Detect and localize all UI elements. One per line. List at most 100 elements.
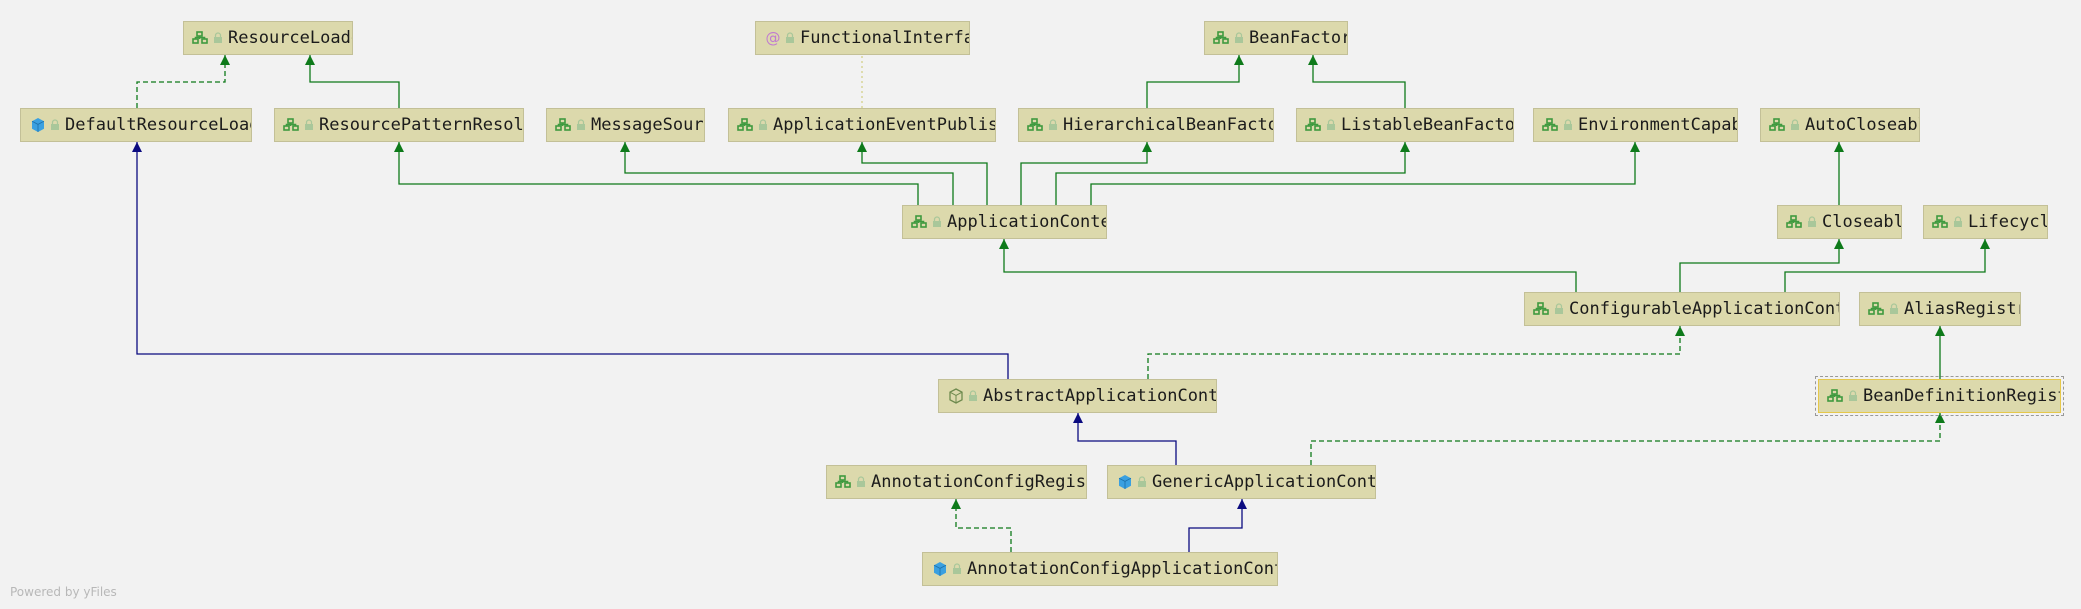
public-lock-icon bbox=[1233, 31, 1245, 45]
node-label: MessageSource bbox=[591, 115, 704, 135]
edge-extends-interface bbox=[620, 142, 954, 205]
edge-extends-interface bbox=[1784, 239, 1990, 292]
node-default-resource-loader[interactable]: DefaultResourceLoader bbox=[20, 108, 252, 142]
edge-extends-interface bbox=[1055, 142, 1410, 205]
class-icon bbox=[1116, 473, 1134, 491]
public-lock-icon bbox=[1789, 118, 1801, 132]
public-lock-icon bbox=[757, 118, 769, 132]
arrowhead bbox=[1237, 499, 1247, 509]
edge-extends-interface bbox=[1020, 142, 1152, 205]
public-lock-icon bbox=[931, 215, 943, 229]
arrowhead bbox=[1234, 55, 1244, 65]
edge-extends-interface bbox=[1090, 142, 1640, 205]
interface-icon bbox=[835, 473, 853, 491]
interface-icon bbox=[192, 29, 210, 47]
edge-extends-class bbox=[1073, 413, 1177, 465]
interface-icon bbox=[555, 116, 573, 134]
node-label: ConfigurableApplicationContext bbox=[1569, 299, 1839, 319]
public-lock-icon bbox=[1888, 302, 1900, 316]
arrowhead bbox=[1142, 142, 1152, 152]
edge-implements bbox=[1147, 326, 1685, 379]
arrowhead bbox=[305, 55, 315, 65]
edge-extends-interface bbox=[1308, 55, 1406, 108]
public-lock-icon bbox=[575, 118, 587, 132]
node-hierarchical-bean-factory[interactable]: HierarchicalBeanFactory bbox=[1018, 108, 1274, 142]
arrowhead bbox=[951, 499, 961, 509]
node-bean-factory[interactable]: BeanFactory bbox=[1204, 21, 1348, 55]
node-label: DefaultResourceLoader bbox=[65, 115, 251, 135]
public-lock-icon bbox=[1047, 118, 1059, 132]
node-configurable-application-context[interactable]: ConfigurableApplicationContext bbox=[1524, 292, 1840, 326]
public-lock-icon bbox=[784, 31, 796, 45]
public-lock-icon bbox=[1952, 215, 1964, 229]
public-lock-icon bbox=[212, 31, 224, 45]
node-label: AliasRegistry bbox=[1904, 299, 2020, 319]
node-environment-capable[interactable]: EnvironmentCapable bbox=[1533, 108, 1738, 142]
node-label: Lifecycle bbox=[1968, 212, 2047, 232]
node-alias-registry[interactable]: AliasRegistry bbox=[1859, 292, 2021, 326]
node-annotation-config-application-context[interactable]: AnnotationConfigApplicationContext bbox=[922, 552, 1278, 586]
node-label: HierarchicalBeanFactory bbox=[1063, 115, 1273, 135]
node-auto-closeable[interactable]: AutoCloseable bbox=[1760, 108, 1920, 142]
node-label: ListableBeanFactory bbox=[1341, 115, 1514, 135]
node-label: FunctionalInterface bbox=[800, 28, 969, 48]
public-lock-icon bbox=[1847, 389, 1859, 403]
edge-implements bbox=[136, 55, 230, 108]
arrowhead bbox=[857, 142, 867, 152]
edge-extends-interface bbox=[999, 239, 1577, 292]
public-lock-icon bbox=[967, 389, 979, 403]
arrowhead bbox=[1400, 142, 1410, 152]
interface-icon bbox=[1542, 116, 1560, 134]
node-message-source[interactable]: MessageSource bbox=[546, 108, 705, 142]
public-lock-icon bbox=[1562, 118, 1574, 132]
class-icon bbox=[931, 560, 949, 578]
node-bean-definition-registry[interactable]: BeanDefinitionRegistr bbox=[1815, 376, 2064, 416]
node-listable-bean-factory[interactable]: ListableBeanFactory bbox=[1296, 108, 1514, 142]
abstract-class-icon bbox=[947, 387, 965, 405]
arrowhead bbox=[132, 142, 142, 152]
powered-by-label: Powered by yFiles bbox=[10, 585, 117, 599]
arrowhead bbox=[1980, 239, 1990, 249]
public-lock-icon bbox=[1553, 302, 1565, 316]
interface-icon bbox=[1305, 116, 1323, 134]
node-label: AutoCloseable bbox=[1805, 115, 1919, 135]
interface-icon bbox=[1932, 213, 1950, 231]
arrowhead bbox=[1834, 142, 1844, 152]
edge-extends-class bbox=[1188, 499, 1247, 552]
edge-extends-interface bbox=[1146, 55, 1244, 108]
edge-extends-interface bbox=[1834, 142, 1844, 205]
interface-icon bbox=[283, 116, 301, 134]
arrowhead bbox=[999, 239, 1009, 249]
public-lock-icon bbox=[49, 118, 61, 132]
node-label: ApplicationEventPublisher bbox=[773, 115, 995, 135]
interface-icon bbox=[737, 116, 755, 134]
node-label: AnnotationConfigRegistry bbox=[871, 472, 1086, 492]
node-application-event-publisher[interactable]: ApplicationEventPublisher bbox=[728, 108, 996, 142]
edge-extends-interface bbox=[394, 142, 919, 205]
node-annotation-config-registry[interactable]: AnnotationConfigRegistry bbox=[826, 465, 1087, 499]
node-closeable[interactable]: Closeable bbox=[1777, 205, 1902, 239]
interface-icon bbox=[1533, 300, 1551, 318]
node-application-context[interactable]: ApplicationContex bbox=[902, 205, 1107, 239]
edge-extends-interface bbox=[1935, 326, 1945, 379]
svg-text:@: @ bbox=[766, 30, 781, 46]
edge-extends-interface bbox=[305, 55, 400, 108]
edge-implements bbox=[1310, 413, 1945, 465]
public-lock-icon bbox=[303, 118, 315, 132]
edge-extends-interface bbox=[1679, 239, 1844, 292]
node-resource-loader[interactable]: ResourceLoade bbox=[183, 21, 353, 55]
node-functional-interface[interactable]: @ FunctionalInterface bbox=[755, 21, 970, 55]
arrowhead bbox=[1834, 239, 1844, 249]
annotation-icon: @ bbox=[764, 29, 782, 47]
interface-icon bbox=[911, 213, 929, 231]
arrowhead bbox=[1675, 326, 1685, 336]
node-label: ResourcePatternResolver bbox=[319, 115, 524, 135]
node-label: Closeable bbox=[1822, 212, 1901, 232]
node-lifecycle[interactable]: Lifecycle bbox=[1923, 205, 2048, 239]
node-abstract-application-context[interactable]: AbstractApplicationContext bbox=[938, 379, 1217, 413]
public-lock-icon bbox=[1136, 475, 1148, 489]
node-generic-application-context[interactable]: GenericApplicationContext bbox=[1107, 465, 1376, 499]
node-resource-pattern-resolver[interactable]: ResourcePatternResolver bbox=[274, 108, 524, 142]
public-lock-icon bbox=[951, 562, 963, 576]
node-label: GenericApplicationContext bbox=[1152, 472, 1375, 492]
